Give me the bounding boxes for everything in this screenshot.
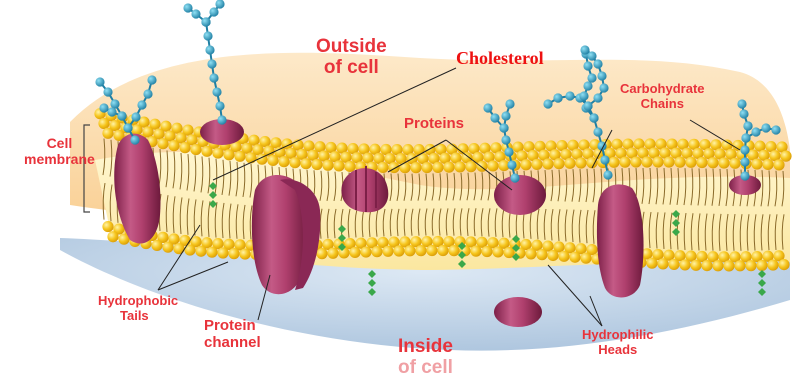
integral-protein-right [597,184,644,297]
inside-line1: Inside [398,336,453,357]
label-hydrophobic-tails: Hydrophobic Tails [98,294,178,323]
cell-membrane-line2: membrane [24,152,95,168]
glycoprotein-center [494,175,546,215]
hydrophobic-line1: Hydrophobic [98,294,178,309]
label-cell-membrane: Cell membrane [24,136,95,167]
carbohydrate-line2: Chains [620,97,705,112]
hydrophilic-line2: Heads [582,343,654,358]
label-protein-channel: Protein channel [204,318,261,352]
label-outside-of-cell: Outside of cell [316,36,387,79]
protein-channel-line1: Protein [204,318,261,335]
outside-line1: Outside [316,36,387,57]
hydrophilic-line1: Hydrophilic [582,328,654,343]
bottom-protein [494,297,542,327]
protein-channel-line2: channel [204,335,261,352]
label-hydrophilic-heads: Hydrophilic Heads [582,328,654,357]
label-inside-of-cell: Inside of cell [398,336,453,379]
hydrophobic-line2: Tails [98,309,178,324]
label-cholesterol: Cholesterol [456,48,544,69]
cell-membrane-line1: Cell [24,136,95,152]
carbohydrate-line1: Carbohydrate [620,82,705,97]
inside-line2: of cell [398,357,453,378]
label-carbohydrate-chains: Carbohydrate Chains [620,82,705,111]
label-proteins: Proteins [404,116,464,133]
outside-line2: of cell [316,57,387,78]
